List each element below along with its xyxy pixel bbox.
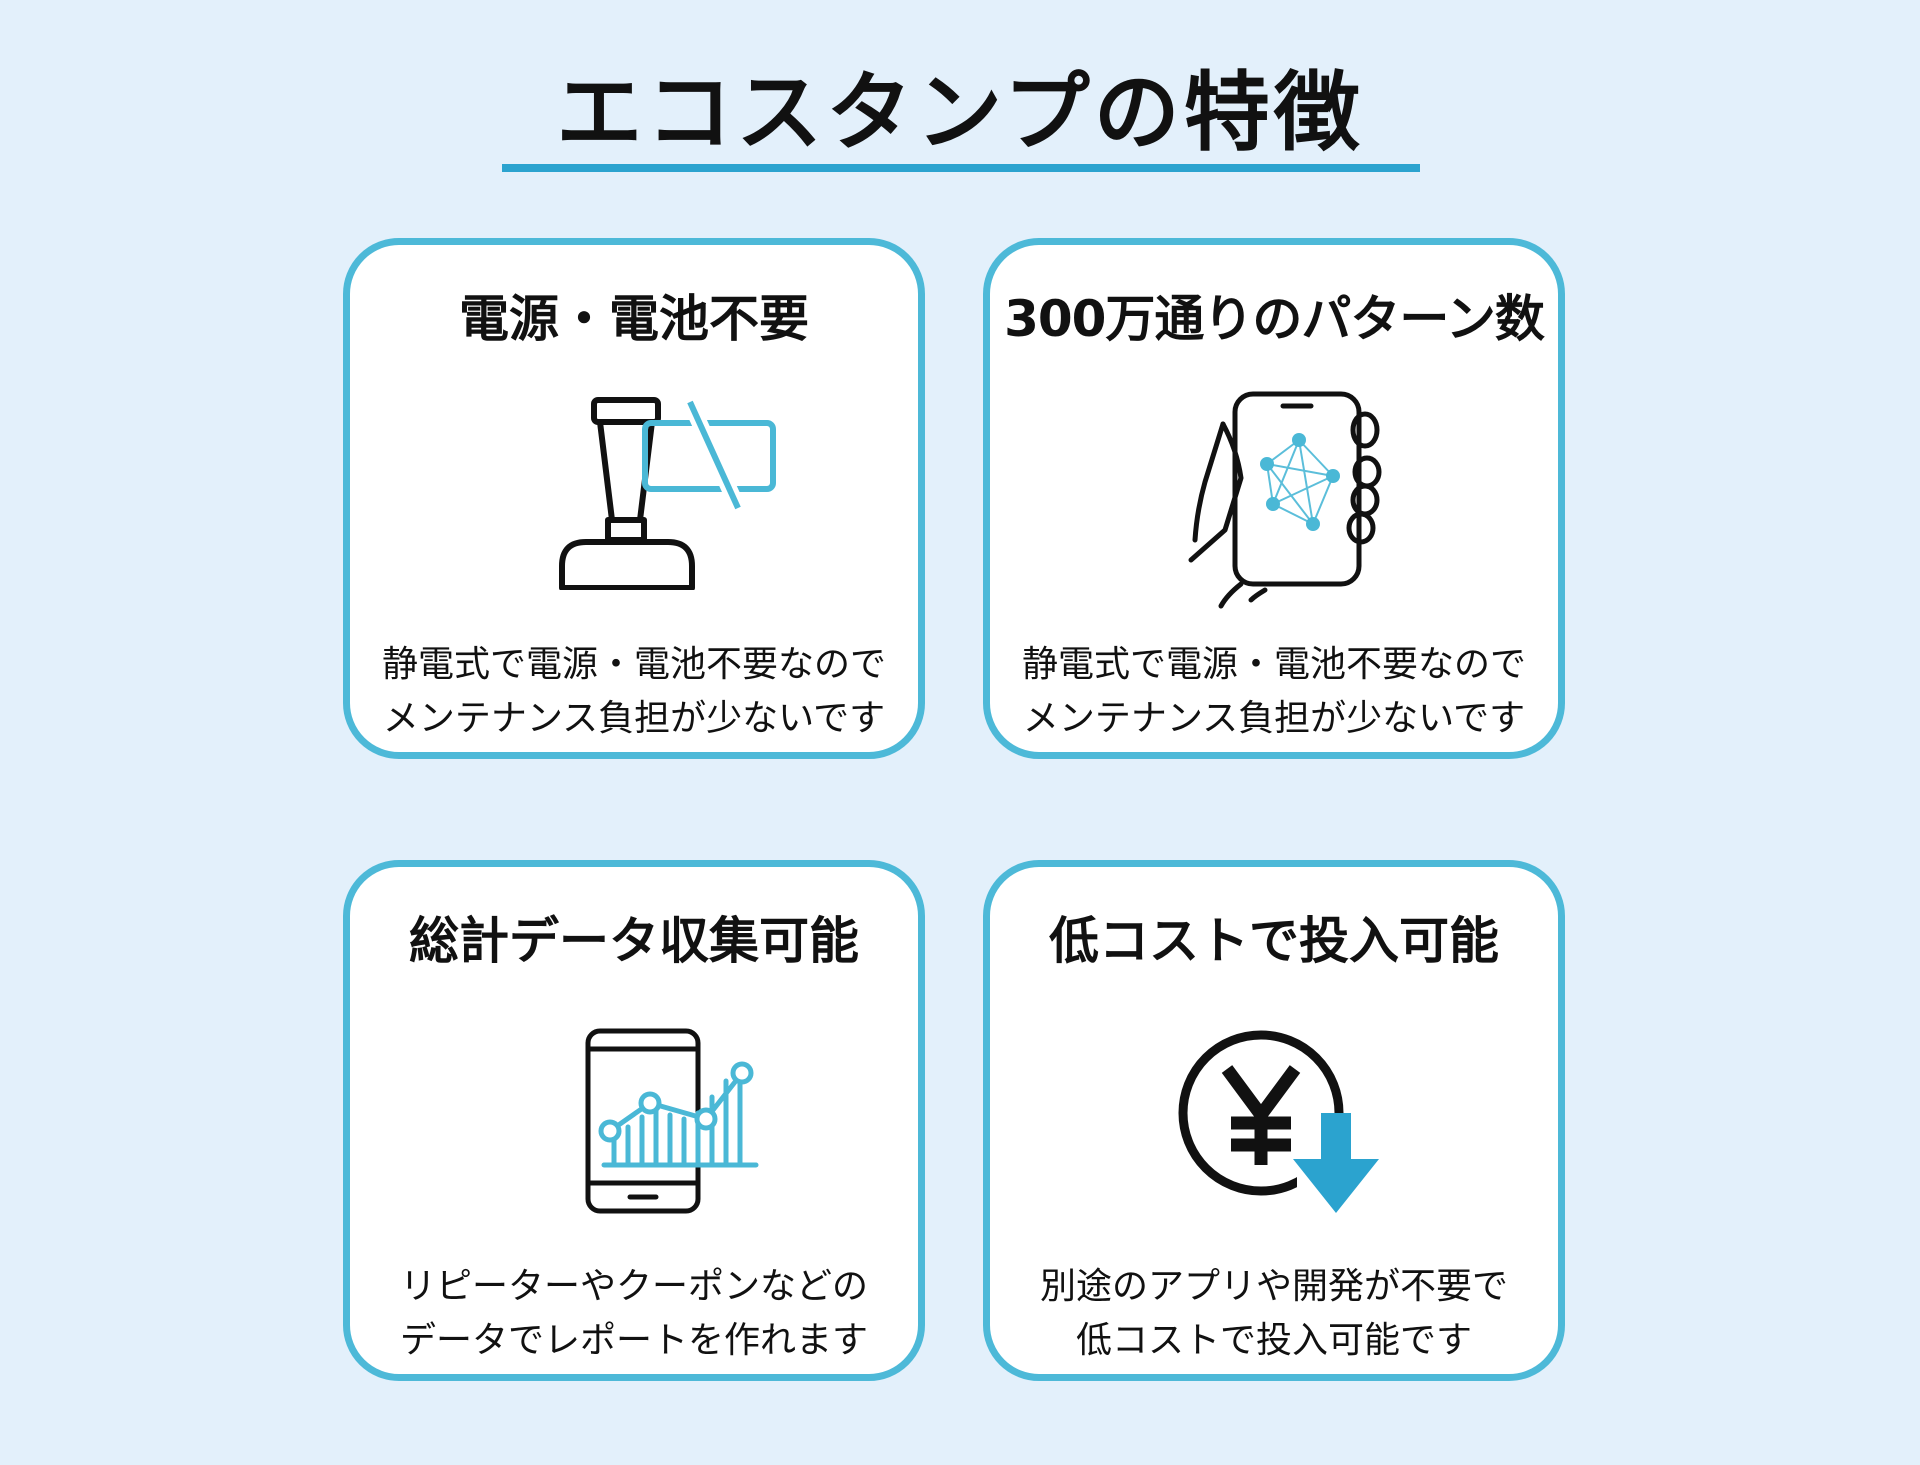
description-line: 低コストで投入可能です <box>1075 1320 1472 1361</box>
title-underline <box>502 164 1420 172</box>
stamp-no-battery-icon <box>559 397 776 590</box>
feature-card-data-collection: 総計データ収集可能 リピーターやク <box>343 860 925 1381</box>
description-line: 静電式で電源・電池不要なので <box>1021 644 1526 685</box>
feature-description: 静電式で電源・電池不要なので メンテナンス負担が少ないです <box>350 638 918 746</box>
hand-holding-smartphone-network-icon <box>1188 391 1382 609</box>
feature-description: リピーターやクーポンなどの データでレポートを作れます <box>350 1260 918 1368</box>
description-line: メンテナンス負担が少ないです <box>382 698 886 739</box>
smartphone-analytics-chart-icon <box>585 1028 759 1214</box>
description-line: リピーターやクーポンなどの <box>399 1266 868 1307</box>
page-title: エコスタンプの特徴 <box>556 63 1364 163</box>
description-line: データでレポートを作れます <box>399 1320 868 1361</box>
description-line: 静電式で電源・電池不要なので <box>381 644 886 685</box>
description-line: メンテナンス負担が少ないです <box>1022 698 1526 739</box>
feature-card-low-cost: 低コストで投入可能 別途のアプリや開発が不要で 低コストで投入可能です <box>983 860 1565 1381</box>
description-line: 別途のアプリや開発が不要で <box>1039 1266 1508 1307</box>
feature-card-patterns: 300万通りのパターン数 <box>983 238 1565 759</box>
feature-description: 別途のアプリや開発が不要で 低コストで投入可能です <box>990 1260 1558 1368</box>
yen-down-arrow-icon <box>1178 1030 1379 1223</box>
feature-card-no-power: 電源・電池不要 静電式で電源・電池不要なので メンテナンス負担が少ないです <box>343 238 925 759</box>
feature-heading: 低コストで投入可能 <box>1049 912 1499 970</box>
feature-heading: 総計データ収集可能 <box>409 912 859 970</box>
feature-description: 静電式で電源・電池不要なので メンテナンス負担が少ないです <box>990 638 1558 746</box>
feature-heading: 電源・電池不要 <box>459 290 809 348</box>
feature-heading: 300万通りのパターン数 <box>1004 290 1545 348</box>
